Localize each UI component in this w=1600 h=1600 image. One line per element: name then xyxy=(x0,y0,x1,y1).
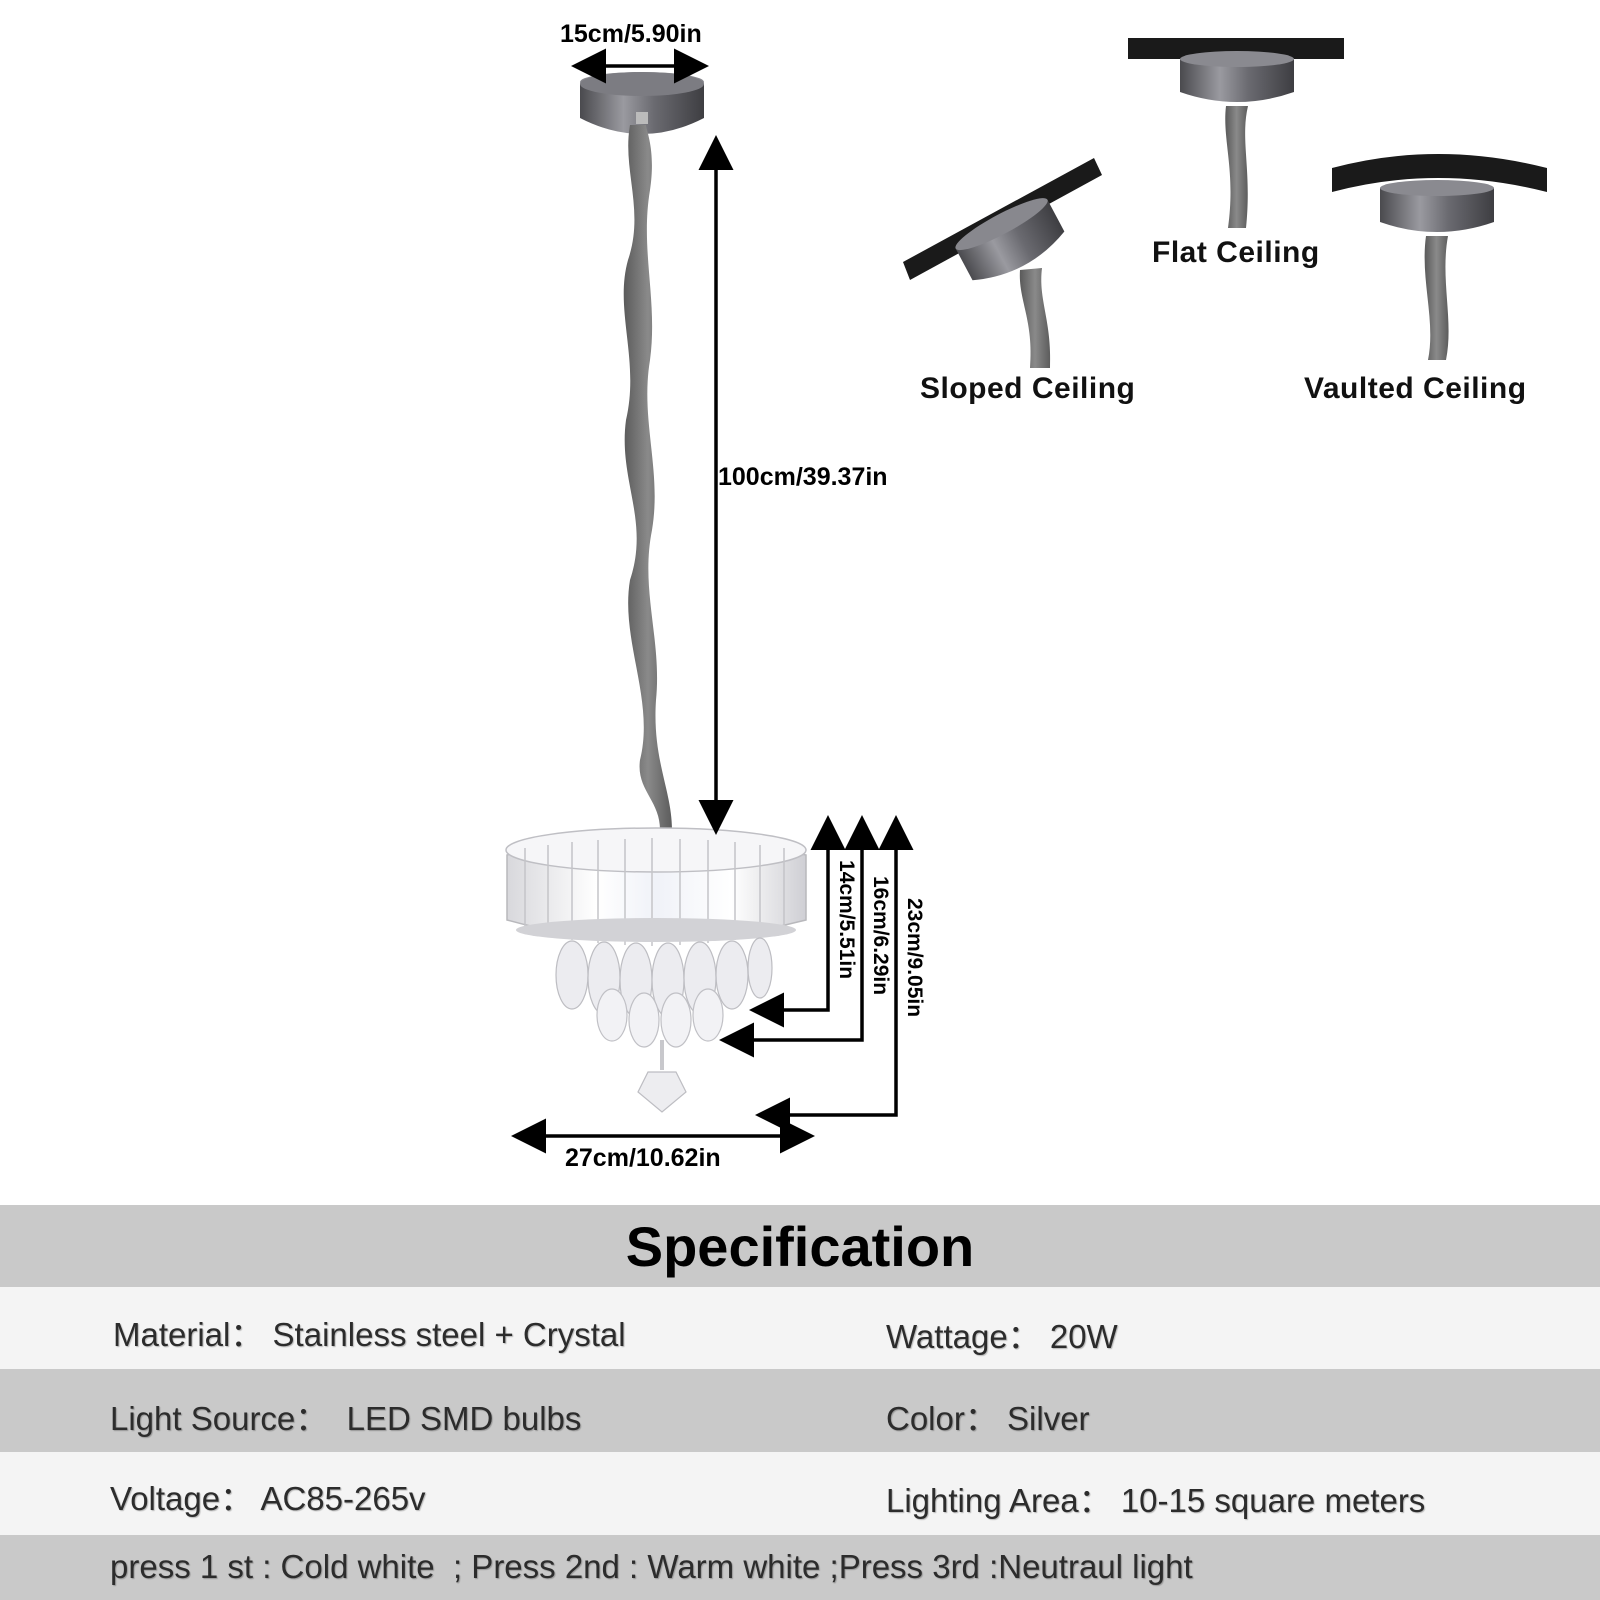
product-illustration xyxy=(505,38,1547,1154)
height-1-label: 14cm/5.51in xyxy=(835,860,858,980)
spec-lighting-area: Lighting Area： 10-15 square meters xyxy=(886,1482,1426,1519)
spec-header-band xyxy=(0,1205,1600,1287)
chandelier xyxy=(505,827,807,1113)
spec-footer-band xyxy=(0,1535,1600,1600)
spec-color: Color： Silver xyxy=(886,1400,1090,1437)
flat-ceiling-illustration xyxy=(1128,38,1344,228)
height-3-label: 23cm/9.05in xyxy=(903,898,926,1018)
spec-material: Material： Stainless steel + Crystal xyxy=(113,1316,626,1353)
rope-cord xyxy=(623,125,672,830)
sloped-ceiling-illustration xyxy=(903,158,1102,368)
spec-row-band xyxy=(0,1287,1600,1369)
canopy xyxy=(580,72,704,134)
spec-wattage: Wattage： 20W xyxy=(886,1318,1118,1355)
vaulted-ceiling-illustration xyxy=(1332,154,1547,360)
canopy-width-label: 15cm/5.90in xyxy=(560,20,702,48)
sloped-ceiling-label: Sloped Ceiling xyxy=(920,372,1136,405)
diameter-label: 27cm/10.62in xyxy=(565,1144,721,1172)
spec-title: Specification xyxy=(625,1214,975,1278)
spec-row-band xyxy=(0,1452,1600,1535)
flat-ceiling-label: Flat Ceiling xyxy=(1152,236,1320,269)
spec-row-band xyxy=(0,1369,1600,1452)
vaulted-ceiling-label: Vaulted Ceiling xyxy=(1304,372,1527,405)
spec-light-modes: press 1 st : Cold white ; Press 2nd : Wa… xyxy=(110,1548,1193,1585)
cord-length-label: 100cm/39.37in xyxy=(718,463,888,491)
height-2-label: 16cm/6.29in xyxy=(869,876,892,996)
dimension-arrows xyxy=(511,48,914,1154)
spec-voltage: Voltage： AC85-265v xyxy=(110,1480,426,1517)
spec-light-source: Light Source： LED SMD bulbs xyxy=(110,1400,582,1437)
